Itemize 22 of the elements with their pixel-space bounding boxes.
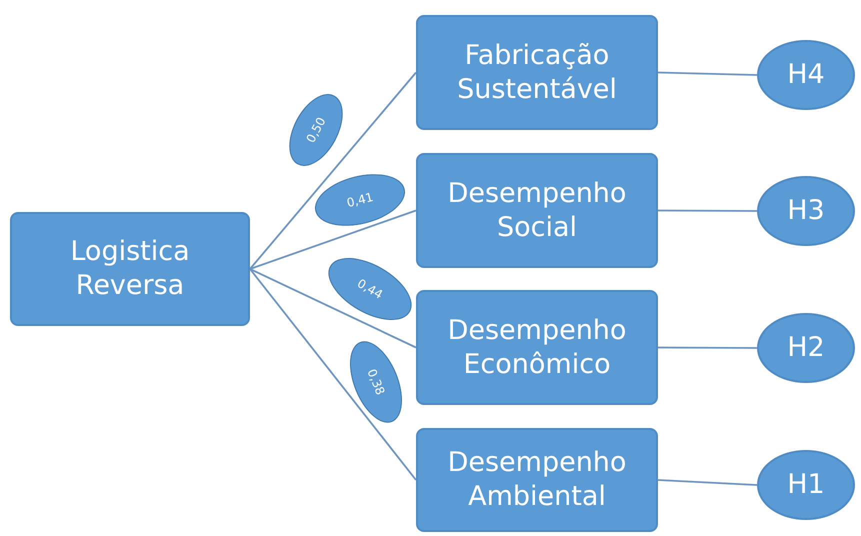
node-label: Logistica Reversa	[69, 235, 191, 303]
node-label: H3	[787, 194, 825, 228]
node-label: H2	[787, 331, 825, 365]
construct-box	[416, 153, 658, 268]
node-label: Desempenho Social	[446, 176, 628, 244]
construct-box	[416, 15, 658, 130]
connector-line	[250, 268, 416, 348]
construct-box	[416, 290, 658, 405]
connector-line	[658, 479, 758, 486]
connector-line	[658, 210, 757, 212]
connector-line	[250, 210, 416, 270]
node-label: H1	[787, 468, 825, 502]
node-label: H4	[787, 58, 825, 92]
construct-box	[10, 212, 250, 326]
connector-line	[658, 72, 758, 76]
connector-line	[249, 72, 417, 270]
node-label: Desempenho Ambiental	[446, 446, 628, 514]
node-label: Fabricação Sustentável	[456, 38, 618, 106]
connector-line	[249, 268, 417, 481]
construct-box	[416, 428, 658, 532]
node-label: Desempenho Econômico	[446, 314, 628, 382]
connector-line	[658, 346, 757, 349]
